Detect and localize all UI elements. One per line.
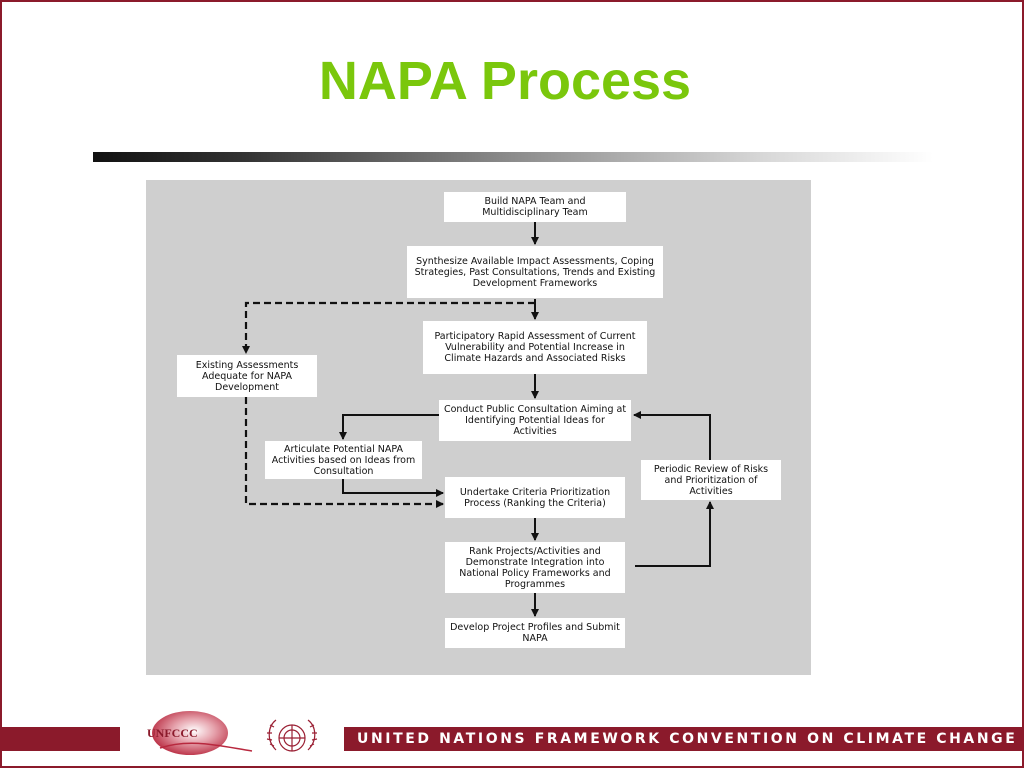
flowchart-connectors [242,222,714,617]
title-divider [93,152,933,162]
box-articulate-activities: Articulate Potential NAPA Activities bas… [265,441,422,479]
box-periodic-review: Periodic Review of Risks and Prioritizat… [641,460,781,500]
napa-process-flowchart: Build NAPA Team and Multidisciplinary Te… [146,180,811,675]
box-participatory: Participatory Rapid Assessment of Curren… [423,321,647,374]
box-synthesize: Synthesize Available Impact Assessments,… [407,246,663,298]
arrow-articulate-to-criteria [342,479,444,497]
footer-org-name: UNITED NATIONS FRAMEWORK CONVENTION ON C… [357,731,1018,747]
slide-title: NAPA Process [318,51,692,111]
un-emblem-icon [266,719,318,752]
arrow-periodic-to-consult [633,411,711,460]
footer-separator [340,727,344,751]
box-rank-projects: Rank Projects/Activities and Demonstrate… [445,542,625,593]
dashed-arrow-existing-to-criteria [244,397,444,508]
unfccc-logo-text: UNFCCC [147,726,198,740]
box-existing-assessments: Existing Assessments Adequate for NAPA D… [177,355,317,397]
box-build-team: Build NAPA Team and Multidisciplinary Te… [444,192,626,222]
box-criteria-prioritization: Undertake Criteria Prioritization Proces… [445,477,625,518]
box-public-consultation: Conduct Public Consultation Aiming at Id… [439,400,631,441]
arrow-rank-to-periodic [635,501,714,567]
box-develop-profiles: Develop Project Profiles and Submit NAPA [445,618,625,648]
dashed-arrow-synth-to-existing [242,301,535,354]
arrow-consult-to-articulate [339,414,439,440]
unfccc-logo-icon [152,711,253,755]
